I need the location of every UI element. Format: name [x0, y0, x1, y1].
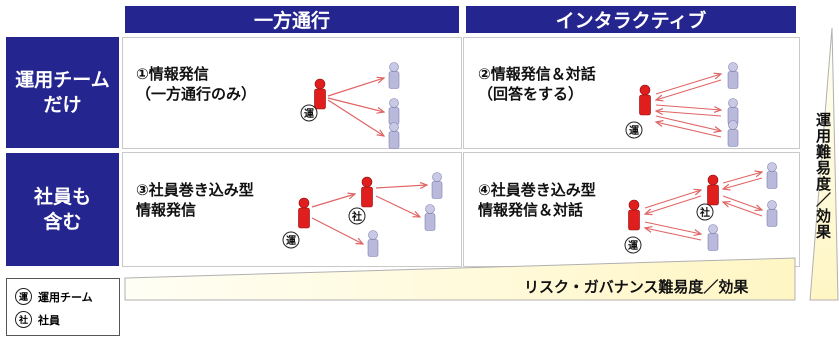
badge-ops-cell2: 運	[625, 121, 643, 139]
svg-text:運: 運	[629, 125, 639, 137]
cell-3-subtitle: 情報発信	[136, 201, 197, 220]
cell-2-diagram	[639, 62, 739, 147]
cell-1-diagram	[314, 62, 400, 149]
cell-4-diagram	[628, 162, 778, 251]
badge-ops-cell1: 運	[300, 104, 318, 122]
horizontal-axis-wedge	[124, 257, 796, 301]
vertical-axis-label: 運用難易度／効果	[814, 112, 832, 240]
row-header-incl-staff: 社員も 含む	[6, 153, 119, 266]
cell-4-title: ④社員巻き込み型	[478, 181, 596, 199]
column-header-interactive: インタラクティブ	[466, 6, 796, 33]
row-header-ops-only: 運用チーム だけ	[6, 37, 119, 148]
row-header-ops-only-line2: だけ	[43, 93, 82, 116]
cell-1-subtitle: （一方通行のみ）	[136, 85, 257, 104]
legend-staff-badge: 社	[15, 311, 32, 328]
vertical-axis-wedge	[809, 27, 839, 301]
badge-staff-cell3: 社	[348, 207, 366, 225]
column-header-one-way: 一方通行	[125, 6, 459, 33]
legend-staff: 社 社員	[15, 311, 60, 328]
cell-4-subtitle: 情報発信＆対話	[478, 201, 584, 220]
cell-2-title: ②情報発信＆対話	[478, 65, 596, 83]
svg-text:社: 社	[699, 206, 710, 219]
row-header-ops-only-line1: 運用チーム	[15, 68, 110, 91]
legend-ops-badge: 運	[15, 288, 32, 305]
badge-ops-cell4: 運	[624, 236, 642, 254]
badge-ops-cell3: 運	[282, 231, 300, 249]
cell-1-title: ①情報発信	[136, 65, 209, 83]
cell-3-diagram	[298, 172, 443, 257]
cell-2-text: ②情報発信＆対話 （回答をする）	[478, 64, 596, 105]
cell-4-text: ④社員巻き込み型 情報発信＆対話	[478, 180, 596, 221]
row-header-incl-staff-line1: 社員も	[33, 185, 91, 208]
row-header-incl-staff-line2: 含む	[43, 210, 82, 233]
legend-staff-label: 社員	[38, 313, 60, 327]
cell-3-text: ③社員巻き込み型 情報発信	[136, 180, 254, 221]
horizontal-axis-label: リスク・ガバナンス難易度／効果	[524, 278, 749, 296]
badge-staff-cell4: 社	[696, 203, 714, 221]
svg-text:運: 運	[304, 108, 314, 120]
svg-text:運: 運	[286, 235, 296, 247]
cell-2-subtitle: （回答をする）	[478, 85, 584, 104]
legend-box: 運 運用チーム 社 社員	[6, 278, 120, 336]
cell-3-title: ③社員巻き込み型	[136, 181, 254, 199]
legend-ops-label: 運用チーム	[38, 290, 93, 304]
cell-1-text: ①情報発信 （一方通行のみ）	[136, 64, 256, 105]
cell-one-way-ops	[122, 37, 462, 149]
svg-text:運: 運	[628, 240, 638, 252]
svg-text:社: 社	[351, 210, 362, 223]
legend-ops: 運 運用チーム	[15, 288, 93, 305]
